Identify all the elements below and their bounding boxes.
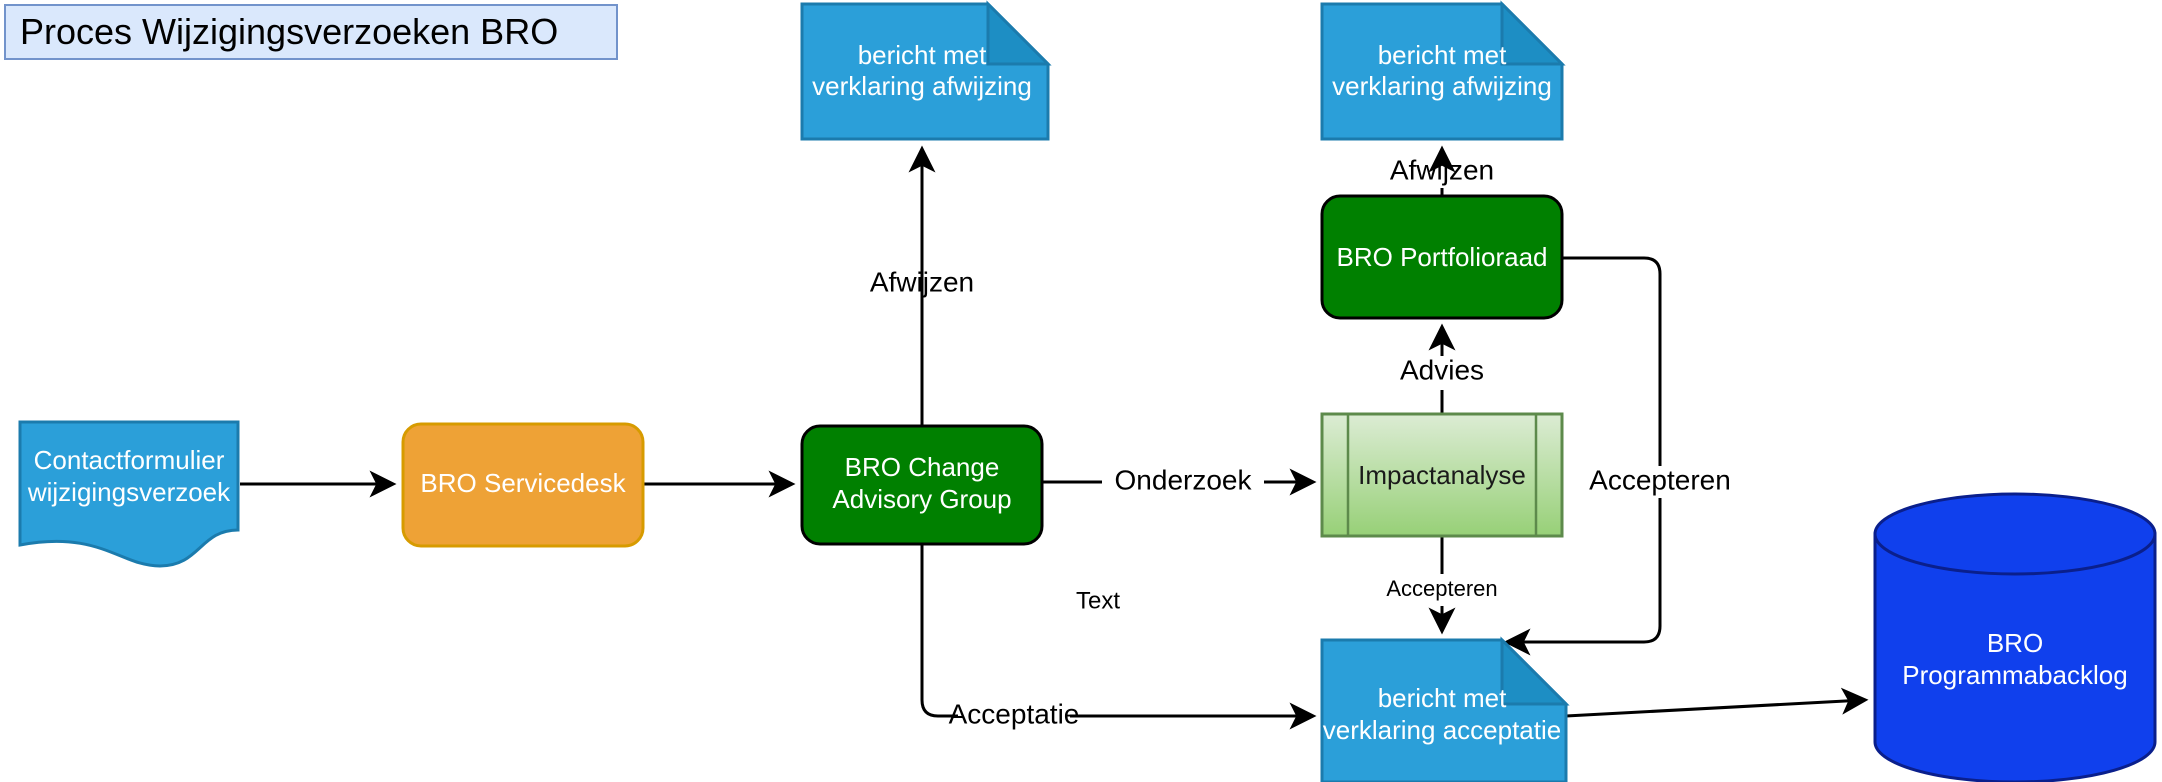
programmabacklog-label-line2: Programmabacklog (1902, 660, 2127, 690)
bro-cag-label-line2: Advisory Group (832, 484, 1011, 514)
bro-cag-label-line1: BRO Change (845, 452, 1000, 482)
standalone-label-text: Text (1076, 587, 1120, 614)
note-afwijzing-right-label-line1: bericht met (1378, 40, 1507, 70)
edges-layer (240, 145, 1869, 730)
note-acceptatie-fold (1500, 636, 1570, 706)
impactanalyse-predefined-process[interactable]: Impactanalyse (1320, 412, 1564, 538)
programmabacklog-label-line1: BRO (1987, 628, 2043, 658)
edge-note-acceptatie-to-programmabacklog (1565, 687, 1869, 718)
impactanalyse-rect (1320, 412, 1564, 538)
contactformulier-document[interactable]: Contactformulier wijzigingsverzoek (18, 420, 240, 568)
bro-change-advisory-group-process[interactable]: BRO Change Advisory Group (800, 424, 1044, 546)
edge-label-acceptatie: Acceptatie (949, 698, 1080, 729)
diagram-title-box: Proces Wijzigingsverzoeken BRO (4, 4, 618, 60)
note-afwijzing-left-fold (986, 0, 1052, 66)
edge-label-advies: Advies (1400, 354, 1484, 385)
edge-labels-layer: Afwijzen Afwijzen Onderzoek Advies Accep… (870, 154, 1731, 729)
edge-label-afwijzen-right: Afwijzen (1390, 154, 1494, 185)
edge-label-accepteren-right: Accepteren (1589, 464, 1731, 495)
note-acceptatie-label-line2: verklaring acceptatie (1323, 715, 1561, 745)
bro-programmabacklog-datastore[interactable]: BRO Programmabacklog (1873, 492, 2157, 782)
bro-servicedesk-process[interactable]: BRO Servicedesk (401, 422, 645, 548)
contactformulier-label-line1: Contactformulier (34, 445, 225, 475)
bro-portfolioraad-process[interactable]: BRO Portfolioraad (1320, 194, 1564, 320)
contactformulier-document-shape (18, 420, 240, 568)
programmabacklog-cylinder-top (1873, 492, 2157, 576)
note-afwijzing-left-label-line1: bericht met (858, 40, 987, 70)
bro-portfolioraad-rect (1320, 194, 1564, 320)
edge-label-afwijzen-left: Afwijzen (870, 266, 974, 297)
page-title: Proces Wijzigingsverzoeken BRO (20, 11, 559, 52)
edge-label-onderzoek: Onderzoek (1115, 464, 1253, 495)
bericht-verklaring-acceptatie-note[interactable]: bericht met verklaring acceptatie (1320, 636, 1570, 782)
note-afwijzing-right-fold (1500, 0, 1566, 66)
note-afwijzing-left-label-line2: verklaring afwijzing (812, 71, 1032, 101)
note-acceptatie-label-line1: bericht met (1378, 683, 1507, 713)
bro-change-advisory-group-rect (800, 424, 1044, 546)
edge-portfolioraad-accepteren-a (1562, 256, 1662, 466)
impactanalyse-label: Impactanalyse (1358, 460, 1526, 490)
bro-servicedesk-label: BRO Servicedesk (420, 468, 626, 498)
edge-portfolioraad-accepteren-b (1503, 498, 1662, 656)
edge-label-accepteren-vertical: Accepteren (1386, 576, 1497, 601)
edge-cag-acceptatie-down (920, 544, 958, 718)
bericht-verklaring-afwijzing-right-note[interactable]: bericht met verklaring afwijzing (1320, 0, 1566, 141)
bro-portfolioraad-label: BRO Portfolioraad (1337, 242, 1548, 272)
note-afwijzing-right-label-line2: verklaring afwijzing (1332, 71, 1552, 101)
bericht-verklaring-afwijzing-left-note[interactable]: bericht met verklaring afwijzing (800, 0, 1052, 141)
contactformulier-label-line2: wijzigingsverzoek (27, 477, 231, 507)
bro-servicedesk-rect (401, 422, 645, 548)
